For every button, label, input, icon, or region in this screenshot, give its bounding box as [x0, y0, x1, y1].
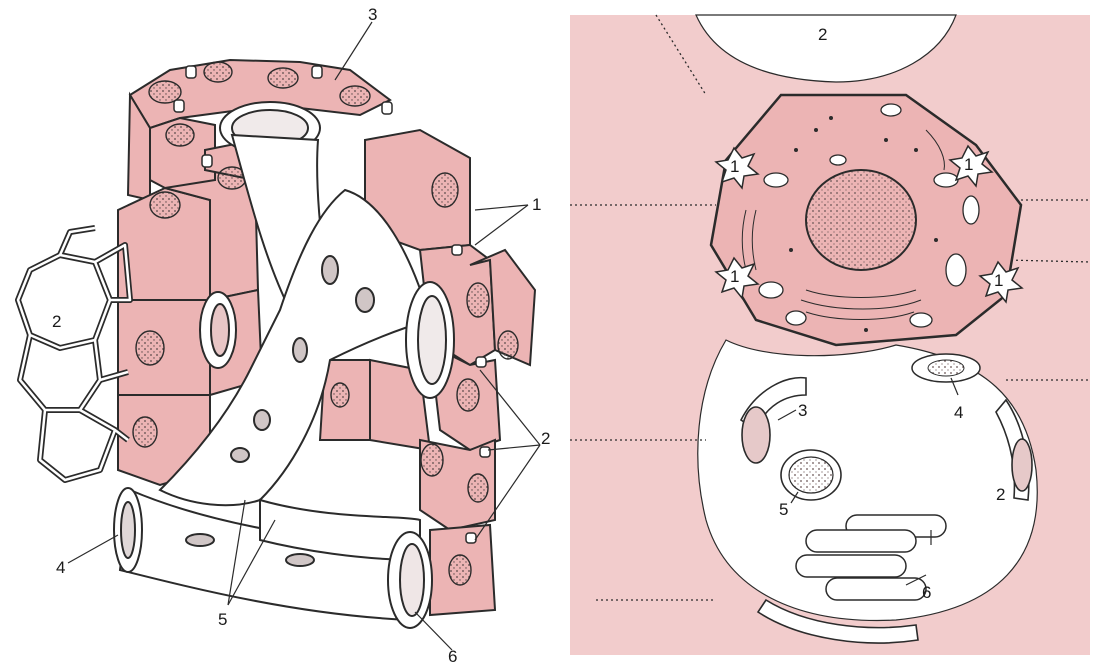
label-hepatocytes: 1	[532, 195, 541, 214]
label-junction-d: 1	[994, 271, 1003, 290]
label-lumen-bottom: 2	[996, 485, 1005, 504]
label-portal-vessel: 4	[56, 558, 65, 577]
label-junction-b: 1	[964, 155, 973, 174]
label-central-vein: 3	[368, 5, 377, 24]
label-red-cells: 6	[922, 583, 931, 602]
label-canaliculi-ends: 2	[541, 429, 550, 448]
label-vessel-end: 6	[448, 647, 457, 666]
label-sinusoids: 5	[218, 610, 227, 629]
hepatocyte-nucleus	[806, 170, 916, 270]
label-canaliculi: 2	[52, 312, 61, 331]
left-vessel-opening	[200, 292, 236, 368]
right-vessel-opening	[406, 282, 454, 398]
microvilli-cell	[912, 354, 980, 382]
portal-vessels	[114, 488, 432, 628]
label-lumen-top: 2	[818, 25, 827, 44]
lobule-block-svg: 3 1 2 2 4 5 6	[0, 0, 560, 668]
label-junction-c: 1	[730, 267, 739, 286]
label-endothelium: 3	[798, 401, 807, 420]
label-blood-cell: 5	[779, 500, 788, 519]
hepatocyte-ultrastructure-illustration: 2 1 1 1 1 3 4 2 5 6	[566, 0, 1096, 668]
ultrastructure-svg: 2 1 1 1 1 3 4 2 5 6	[566, 0, 1096, 668]
label-microvilli: 4	[954, 403, 963, 422]
label-junction-a: 1	[730, 157, 739, 176]
lobule-block-illustration: 3 1 2 2 4 5 6	[0, 0, 560, 668]
blood-cell	[781, 450, 841, 500]
bile-canaliculi-network	[18, 228, 130, 480]
